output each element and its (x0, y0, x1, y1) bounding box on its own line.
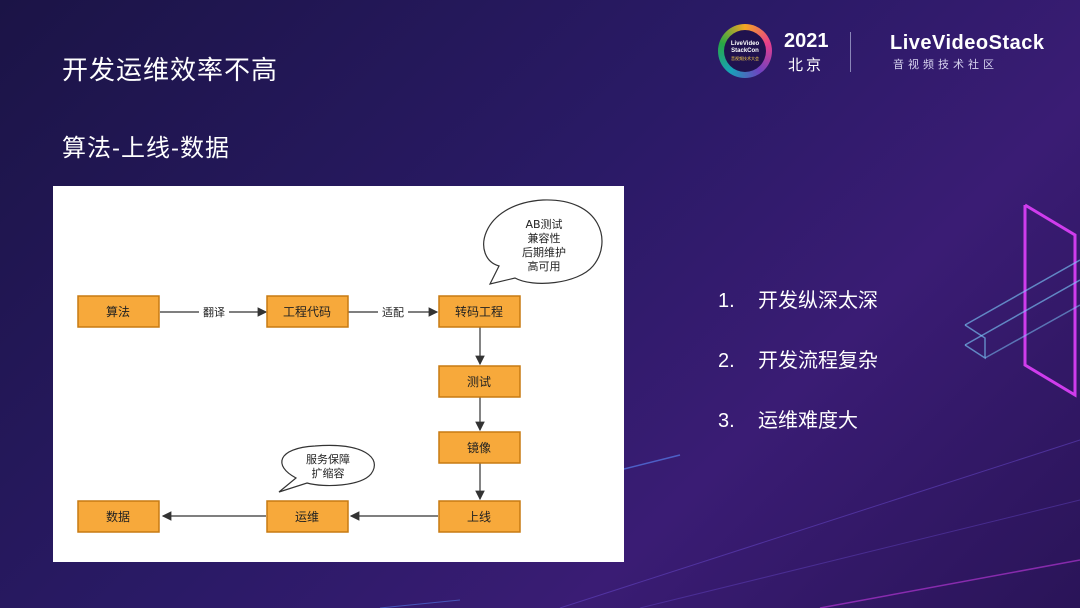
list-item-text: 开发流程复杂 (758, 350, 878, 372)
speech-bubble-transcode: AB测试 兼容性 后期维护 高可用 (483, 199, 603, 285)
node-transcode: 转码工程 (438, 295, 521, 328)
list-item-text: 开发纵深太深 (758, 290, 878, 312)
list-item: 3. 运维难度大 (718, 404, 978, 433)
logo-divider (850, 32, 851, 72)
slide-subtitle: 算法-上线-数据 (62, 135, 230, 162)
svg-text:转码工程: 转码工程 (455, 304, 503, 319)
svg-text:测试: 测试 (467, 374, 491, 389)
logo-city: 北京 (788, 57, 825, 74)
flow-diagram: 翻译 适配 算法 工程代码 转码工程 测试 镜像 (77, 199, 603, 533)
badge-line2: StackCon (731, 47, 759, 54)
svg-text:运维: 运维 (295, 510, 319, 524)
node-ops: 运维 (266, 500, 349, 533)
livevideostackcon-badge-icon: LiveVideo StackCon 音视频技术大会 (718, 24, 772, 78)
svg-text:上线: 上线 (467, 510, 491, 524)
svg-text:扩缩容: 扩缩容 (312, 466, 345, 480)
svg-text:工程代码: 工程代码 (283, 304, 331, 319)
speech-bubble-ops: 服务保障 扩缩容 (278, 444, 375, 493)
brand-subtitle: 音视频技术社区 (893, 59, 998, 71)
list-item-text: 运维难度大 (758, 410, 858, 432)
badge-line1: LiveVideo (730, 40, 760, 47)
node-engineering-code: 工程代码 (266, 295, 349, 328)
svg-text:AB测试: AB测试 (525, 218, 562, 231)
list-item-number: 3. (718, 410, 735, 432)
svg-text:镜像: 镜像 (467, 440, 491, 455)
list-item: 2. 开发流程复杂 (718, 344, 978, 373)
list-item-number: 1. (718, 290, 735, 312)
flow-diagram-panel: 翻译 适配 算法 工程代码 转码工程 测试 镜像 (53, 186, 624, 562)
slide-title: 开发运维效率不高 (62, 55, 279, 85)
svg-text:服务保障: 服务保障 (306, 452, 350, 466)
node-test: 测试 (438, 365, 521, 398)
svg-text:高可用: 高可用 (528, 259, 561, 273)
node-image: 镜像 (438, 431, 521, 464)
node-data: 数据 (77, 500, 160, 533)
badge-line3: 音视频技术大会 (731, 55, 759, 61)
edge-label-translate: 翻译 (203, 305, 225, 319)
svg-text:后期维护: 后期维护 (522, 245, 566, 259)
edge-label-adapt: 适配 (382, 306, 404, 319)
node-online: 上线 (438, 500, 521, 533)
logo-year: 2021 (784, 30, 829, 52)
node-algo: 算法 (77, 295, 160, 328)
svg-text:算法: 算法 (106, 304, 130, 319)
svg-text:数据: 数据 (106, 509, 130, 524)
list-item-number: 2. (718, 350, 735, 372)
list-item: 1. 开发纵深太深 (718, 284, 978, 313)
svg-text:兼容性: 兼容性 (528, 231, 561, 245)
conference-logo: LiveVideo StackCon 音视频技术大会 2021 北京 LiveV… (718, 22, 1058, 78)
brand-name: LiveVideoStack (890, 32, 1045, 54)
